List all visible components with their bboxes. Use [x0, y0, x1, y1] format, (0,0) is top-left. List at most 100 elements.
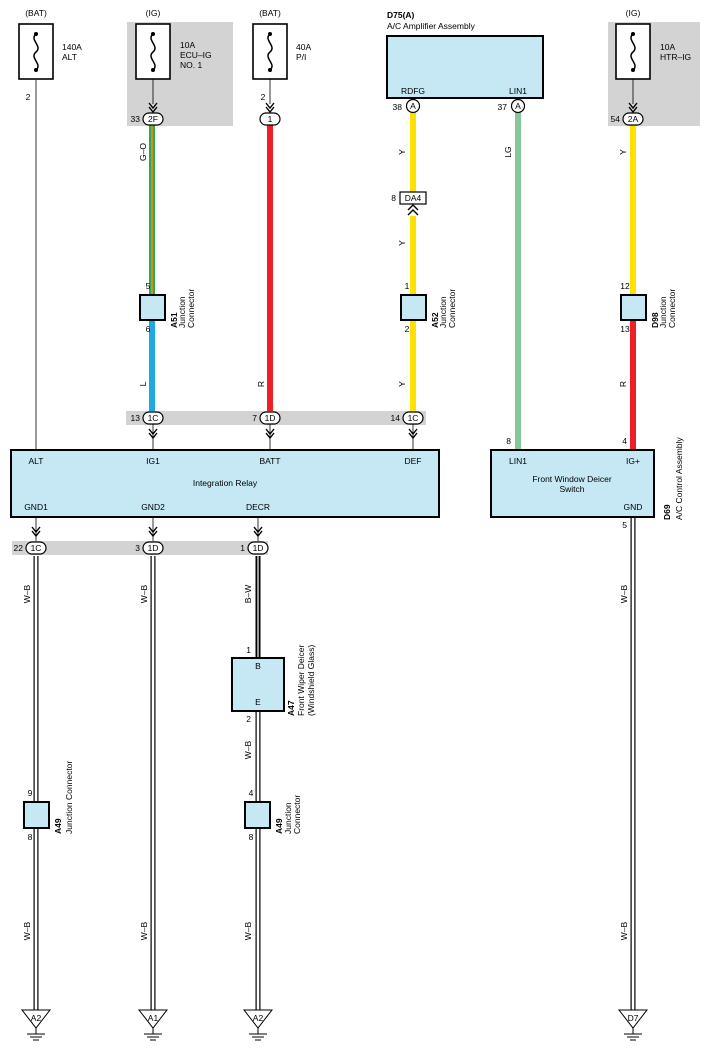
deicer-assembly-name: A/C Control Assembly: [674, 437, 684, 520]
fuse-alt: [18, 23, 54, 80]
amplifier-pin-38: 38: [393, 102, 403, 112]
power-label-bat-1: (BAT): [25, 8, 47, 18]
amplifier-code: D75(A): [387, 10, 415, 20]
relay-terminal-def: DEF: [405, 456, 422, 466]
junction-a52-name-1: Junction: [438, 296, 448, 328]
ac-amplifier-box: [386, 35, 544, 99]
fuse-pi-name: P/I: [296, 52, 306, 62]
connector-a-left: [405, 98, 421, 114]
junction-a51: [139, 294, 166, 321]
amplifier-connector-a-right: A: [515, 101, 521, 111]
connector-da4-label: DA4: [405, 193, 422, 203]
junction-a49r-pin-top: 4: [249, 788, 254, 798]
junction-d98: [620, 294, 647, 321]
wire-code-y-1: Y: [397, 149, 407, 155]
junction-d98-pin-bot: 13: [620, 324, 630, 334]
connector-1d-bot-2: [247, 541, 269, 555]
fuse-pi-pin: 2: [261, 92, 266, 102]
wire-code-wb-5: W–B: [139, 921, 149, 940]
deicer-pin-gnd: 5: [622, 520, 627, 530]
amplifier-pin-37: 37: [498, 102, 508, 112]
wire-code-y-3: Y: [397, 381, 407, 387]
top-pin-14: 14: [391, 413, 401, 423]
fuse-htr-ig: [615, 23, 651, 80]
wiper-pin-e: 2: [246, 714, 251, 724]
wire-code-y-2: Y: [397, 240, 407, 246]
bottom-connector-bar: [12, 541, 268, 555]
integration-relay-box: [10, 449, 440, 518]
connector-1c-top-label: 1C: [148, 413, 159, 423]
junction-a51-pin-top: 5: [146, 281, 151, 291]
junction-a49-left: [23, 801, 50, 829]
ground-label-a1: A1: [148, 1013, 159, 1023]
fuse-ecu-pin: 33: [131, 114, 141, 124]
fuse-ecu-name-2: NO. 1: [180, 60, 202, 70]
relay-name: Integration Relay: [193, 478, 258, 488]
deicer-switch-box: [490, 449, 655, 518]
wire-code-wb-4: W–B: [22, 921, 32, 940]
connector-da4: [399, 191, 427, 216]
junction-a51-name-1: Junction: [177, 296, 187, 328]
wire-code-wb-8: W–B: [619, 921, 629, 940]
fuse-pi-rating: 40A: [296, 42, 311, 52]
deicer-code: D69: [662, 504, 672, 520]
connector-2a: [622, 112, 644, 126]
top-pin-13: 13: [131, 413, 141, 423]
ground-label-d7: D7: [628, 1013, 639, 1023]
fuse-ecu-ig: [135, 23, 171, 80]
junction-a49r-name-1: Junction: [283, 802, 293, 834]
junction-a52: [400, 294, 427, 321]
deicer-name-1: Front Window Deicer: [532, 474, 612, 484]
fuse-htr-rating: 10A: [660, 42, 675, 52]
connector-1-label: 1: [268, 114, 273, 124]
junction-d98-name-1: Junction: [658, 296, 668, 328]
connector-2a-label: 2A: [628, 114, 639, 124]
fuse-alt-pin: 2: [26, 92, 31, 102]
junction-a49l-pin-top: 9: [28, 788, 33, 798]
power-label-ig-1: (IG): [146, 8, 161, 18]
connector-1d-bot-2-label: 1D: [253, 543, 264, 553]
junction-d98-pin-top: 12: [620, 281, 630, 291]
bot-pin-22: 22: [14, 543, 24, 553]
wire-code-lg: LG: [503, 146, 513, 157]
relay-terminal-batt: BATT: [259, 456, 280, 466]
relay-terminal-gnd2: GND2: [141, 502, 165, 512]
wiper-code: A47: [286, 700, 296, 716]
connector-1d-bot: [142, 541, 164, 555]
junction-a49-right: [244, 801, 271, 829]
wire-code-wb-3: W–B: [243, 740, 253, 759]
deicer-name-2: Switch: [559, 484, 584, 494]
relay-terminal-decr: DECR: [246, 502, 270, 512]
junction-a49l-code: A49: [53, 818, 63, 834]
junction-a52-pin-bot: 2: [405, 324, 410, 334]
wire-code-go: G–O: [138, 143, 148, 161]
fuse-htr-name: HTR–IG: [660, 52, 691, 62]
junction-a51-code: A51: [169, 312, 179, 328]
deicer-terminal-gnd: GND: [624, 502, 643, 512]
wire-code-l: L: [138, 381, 148, 386]
ground-label-a2-left: A2: [31, 1013, 42, 1023]
junction-a49r-code: A49: [274, 818, 284, 834]
wire-code-wb-7: W–B: [619, 584, 629, 603]
wiper-name-2: (Windshield Glass): [306, 645, 316, 716]
connector-da4-pin: 8: [391, 193, 396, 203]
amplifier-connector-a-left: A: [410, 101, 416, 111]
relay-terminal-gnd1: GND1: [24, 502, 48, 512]
fuse-htr-pin: 54: [611, 114, 621, 124]
deicer-pin-lin1: 8: [506, 436, 511, 446]
wire-code-bw: B–W: [243, 585, 253, 603]
relay-terminal-alt: ALT: [29, 456, 44, 466]
wire-code-r-2: R: [618, 381, 628, 387]
amplifier-terminal-lin1: LIN1: [509, 86, 527, 96]
connector-2f-label: 2F: [148, 114, 158, 124]
fuse-ecu-rating: 10A: [180, 40, 195, 50]
connector-a-right: [510, 98, 526, 114]
junction-a51-name-2: Connector: [186, 289, 196, 328]
wire-code-wb-6: W–B: [243, 921, 253, 940]
amplifier-name: A/C Amplifier Assembly: [387, 21, 476, 31]
junction-d98-code: D98: [650, 312, 660, 328]
fuse-alt-rating: 140A: [62, 42, 82, 52]
wiper-name-1: Front Wiper Deicer: [296, 645, 306, 716]
junction-a52-pin-top: 1: [405, 281, 410, 291]
